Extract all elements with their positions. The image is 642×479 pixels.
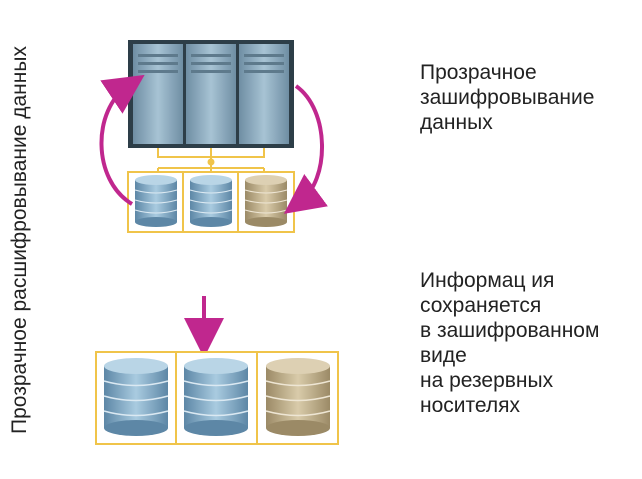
caption-line: сохраняется [420, 294, 542, 317]
server-icon [239, 44, 289, 144]
caption-backup: Информац ия сохраняется в зашифрованном … [420, 268, 599, 418]
backup-storage-group [95, 351, 339, 445]
caption-line: на резервных [420, 369, 554, 392]
encrypt-arrow [283, 84, 328, 214]
caption-encryption: Прозрачное зашифровывание данных [420, 60, 594, 135]
disk-stack-icon [134, 175, 178, 227]
caption-line: в зашифрованном [420, 319, 600, 342]
top-storage-group [127, 171, 295, 233]
server-icon [133, 44, 183, 144]
server-rack-group [128, 40, 294, 148]
disk-stack-icon [189, 175, 233, 227]
decrypt-arrow [99, 74, 145, 206]
server-icon [186, 44, 236, 144]
caption-line: данных [420, 111, 493, 134]
caption-line: Прозрачное [420, 61, 537, 84]
disk-stack-icon [265, 358, 331, 436]
disk-stack-icon [103, 358, 169, 436]
caption-line: зашифровывание [420, 86, 595, 109]
connector-lines [157, 148, 265, 172]
caption-line: виде [420, 344, 467, 367]
disk-stack-icon [244, 175, 288, 227]
caption-line: Информац ия [420, 269, 555, 292]
caption-line: носителях [420, 394, 520, 417]
disk-stack-icon [183, 358, 249, 436]
